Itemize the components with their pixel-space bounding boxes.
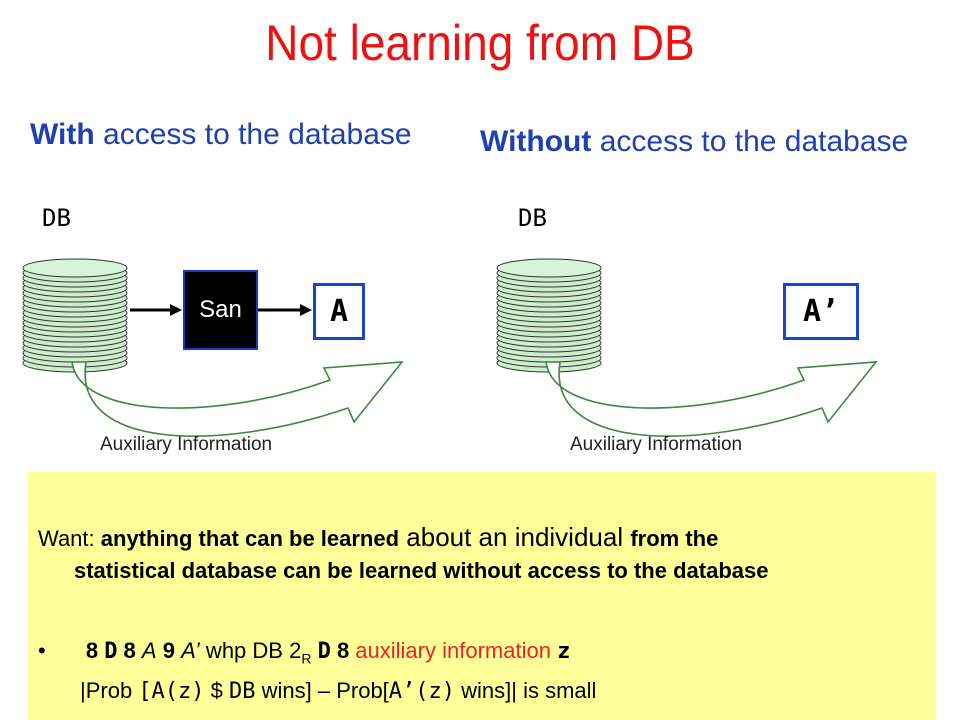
left-database-icon: [22, 258, 128, 373]
left-db-to-san-arrow: [130, 304, 182, 316]
adversary-a-prime-box: A’: [783, 283, 859, 340]
auxiliary-information-text: auxiliary information: [355, 638, 551, 663]
forall-symbol-2: 8: [117, 638, 142, 663]
left-heading-bold: With: [30, 118, 95, 151]
prob-a-of-z: [A(z): [138, 679, 205, 704]
page-title: Not learning from DB: [265, 15, 695, 71]
right-aux-label: Auxiliary Information: [570, 434, 743, 455]
right-db-label: DB: [518, 204, 547, 232]
adversary-a-label: A: [329, 294, 349, 329]
forall-symbol-1: 8: [85, 638, 105, 663]
right-heading: Without access to the database: [480, 125, 908, 159]
prob-a-prime-of-z: A’(z): [388, 679, 456, 704]
left-san-to-a-arrow: [258, 304, 312, 316]
left-heading: With access to the database: [30, 118, 412, 152]
right-heading-bold: ithout: [508, 125, 592, 158]
left-heading-rest: access to the database: [94, 118, 412, 151]
bullet: •: [38, 638, 46, 663]
want-bold-2: from the: [630, 526, 719, 551]
want-mid: about an individual: [399, 522, 631, 552]
prob-wins-1: wins] – Prob[: [255, 678, 389, 703]
adversary-a-box: A: [313, 283, 365, 340]
right-aux-curved-arrow: [545, 361, 878, 437]
distribution-d: D: [104, 639, 118, 664]
adversary-a-prime-label: A’: [802, 294, 840, 329]
prob-db: DB: [229, 679, 256, 704]
subscript-r: R: [301, 650, 312, 667]
definition-panel: [28, 472, 936, 720]
sanitizer-box: San: [183, 270, 258, 350]
adversary-a-prime-symbol: A’: [181, 638, 200, 663]
want-prefix: Want:: [38, 526, 101, 551]
distribution-d-2: D: [317, 639, 331, 664]
exists-symbol: 9: [156, 638, 182, 663]
db-symbol: DB: [252, 638, 283, 663]
left-aux-curved-arrow: [71, 361, 404, 437]
formula-line: • 8 D 8 A 9 A’ whp DB 2R D 8 auxiliary i…: [38, 636, 570, 673]
right-heading-lead: W: [480, 125, 509, 158]
adversary-a-symbol: A: [141, 638, 157, 663]
probability-line: |Prob [A(z) $ DB wins] – Prob[A’(z) wins…: [80, 676, 596, 707]
want-line-2: statistical database can be learned with…: [74, 558, 769, 583]
whp-text: whp: [199, 638, 253, 663]
left-aux-label: Auxiliary Information: [100, 434, 273, 455]
dollar-symbol: $: [204, 678, 230, 703]
prob-open: |Prob: [80, 678, 139, 703]
prob-wins-2: wins]| is small: [455, 678, 597, 703]
sanitizer-label: San: [199, 296, 242, 323]
forall-symbol-3: 8: [330, 638, 356, 663]
z-symbol: z: [557, 639, 571, 664]
right-heading-rest: access to the database: [591, 125, 909, 158]
left-db-label: DB: [42, 204, 71, 232]
want-bold-1: anything that can be learned: [100, 526, 400, 551]
right-database-icon: [496, 258, 602, 373]
want-line-1: Want: anything that can be learned about…: [38, 522, 718, 554]
element-of-symbol: 2: [282, 638, 302, 663]
